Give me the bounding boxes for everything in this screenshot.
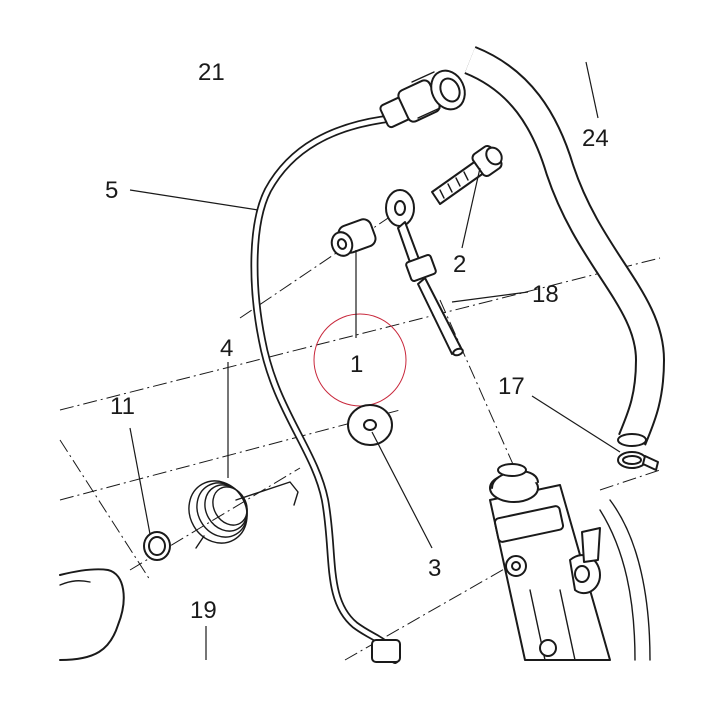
leader-lines	[129, 61, 621, 660]
callout-24: 24	[582, 125, 609, 152]
callout-4: 4	[220, 335, 233, 362]
bush-part-1	[330, 218, 377, 257]
callout-5: 5	[105, 177, 118, 204]
washer-part-3	[347, 404, 393, 446]
highlight-circle	[313, 313, 407, 407]
axis-lines	[59, 209, 661, 661]
callout-11: 11	[110, 393, 135, 420]
callout-18: 18	[532, 281, 559, 308]
circlip-part-11	[143, 531, 171, 561]
hose-connector	[379, 69, 466, 129]
clamp-part-17	[617, 451, 659, 471]
callout-labels: 21 24 5 2 18 1 4 17 11 3 19	[105, 59, 609, 624]
hose-lower-fitting	[371, 639, 401, 663]
lever-part-19	[59, 568, 125, 661]
push-rod-part-18	[385, 189, 464, 357]
callout-21: 21	[198, 59, 225, 86]
master-cylinder	[489, 463, 651, 661]
callout-1: 1	[350, 351, 363, 378]
callout-17: 17	[498, 373, 525, 400]
callout-3: 3	[428, 555, 441, 582]
hose-part-24	[464, 46, 666, 447]
hose-part-5	[250, 69, 466, 664]
callout-19: 19	[190, 597, 217, 624]
bolt-part-2	[431, 145, 503, 205]
spring-part-4	[188, 480, 299, 549]
callout-2: 2	[453, 251, 466, 278]
